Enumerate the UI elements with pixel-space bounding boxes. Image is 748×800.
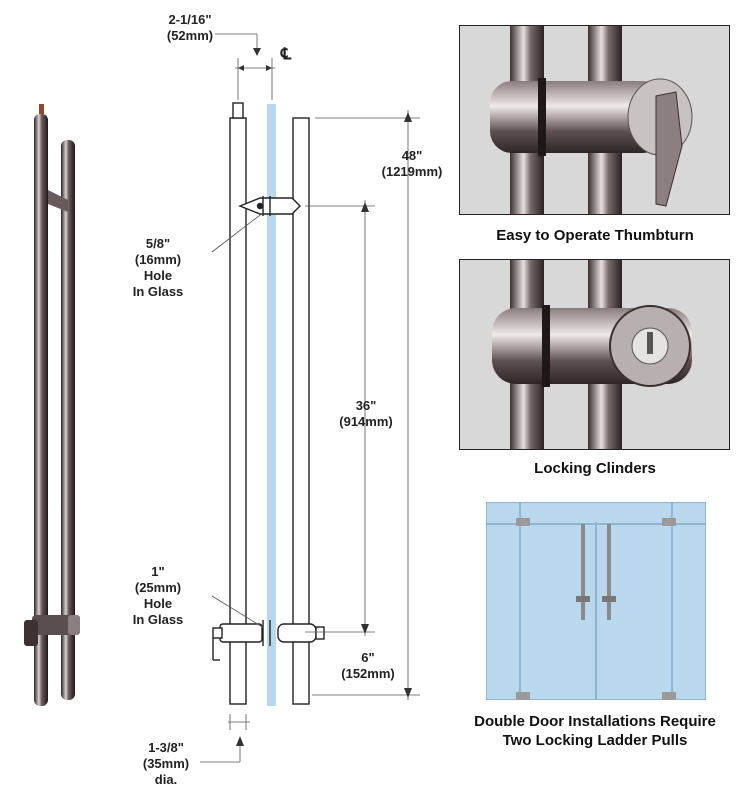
- caption-cylinders: Locking Clinders: [534, 460, 656, 477]
- dim-hole-large: 1" (25mm) Hole In Glass: [132, 564, 184, 627]
- caption-double-door-line1: Double Door Installations Require: [474, 713, 716, 730]
- caption-thumbturn: Easy to Operate Thumbturn: [496, 227, 694, 244]
- dim-hole-small: 5/8" (16mm) Hole In Glass: [132, 236, 184, 299]
- ladder-pull-photo: [10, 100, 90, 715]
- dim-height-48: 48" (1219mm): [381, 148, 443, 179]
- caption-double-door-line2: Two Locking Ladder Pulls: [502, 732, 688, 749]
- thumbturn-photo: [459, 25, 730, 215]
- cylinder-photo: [459, 259, 730, 450]
- technical-drawing: 2-1/16" (52mm) ℄ 48" (1219mm) 5/8" (16mm…: [100, 0, 460, 800]
- dim-diameter: 1-3/8" (35mm) dia.: [142, 740, 190, 787]
- dim-top-offset: 2-1/16" (52mm): [166, 12, 214, 43]
- dim-bottom-6: 6" (152mm): [341, 650, 395, 681]
- caption-double-door: Double Door Installations Require Two Lo…: [459, 712, 731, 750]
- drawing-lines: [200, 33, 420, 763]
- thumbturn-illustration: [460, 26, 729, 214]
- dim-center-36: 36" (914mm): [339, 398, 393, 429]
- ladder-pull-illustration: [24, 104, 80, 706]
- centerline-symbol: ℄: [280, 46, 292, 63]
- double-door-photo: [486, 502, 706, 700]
- cylinder-illustration: [460, 260, 729, 449]
- double-door-illustration: [486, 502, 706, 700]
